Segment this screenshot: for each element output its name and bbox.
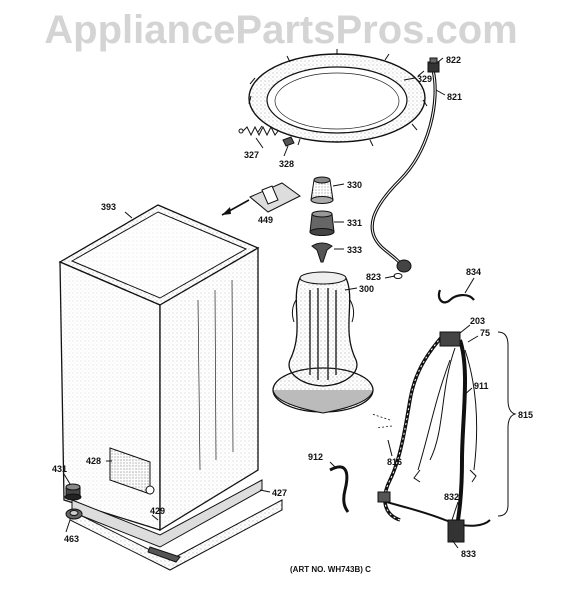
spring-part xyxy=(238,125,295,147)
callout-449: 449 xyxy=(258,215,273,225)
hinge-detail-part xyxy=(221,182,301,216)
callout-393: 393 xyxy=(101,202,116,212)
callout-427: 427 xyxy=(272,488,287,498)
tub-ring-part xyxy=(248,49,428,147)
leader-lines xyxy=(63,57,479,549)
callout-822: 822 xyxy=(446,55,461,65)
callout-203: 203 xyxy=(470,316,485,326)
callout-815: 815 xyxy=(518,410,533,420)
callout-833: 833 xyxy=(461,549,476,559)
fill-hose-part xyxy=(370,57,440,279)
callout-429: 429 xyxy=(150,506,165,516)
agitator-dogs-part xyxy=(309,210,335,236)
art-number: (ART NO. WH743B) C xyxy=(290,565,371,574)
wire-harness-part xyxy=(371,289,491,543)
drain-hose-part xyxy=(329,465,350,513)
callout-327: 327 xyxy=(244,150,259,160)
callout-823: 823 xyxy=(366,272,381,282)
harness-bracket xyxy=(497,331,517,517)
watermark-text: AppliancePartsPros.com xyxy=(44,8,518,52)
callout-821: 821 xyxy=(447,92,462,102)
agitator-bolt-part xyxy=(311,242,333,263)
callout-331: 331 xyxy=(347,218,362,228)
callout-816: 816 xyxy=(387,457,402,467)
callout-832: 832 xyxy=(444,492,459,502)
callout-330: 330 xyxy=(347,180,362,190)
callout-333: 333 xyxy=(347,245,362,255)
foot-pad-part xyxy=(65,508,83,520)
callout-329: 329 xyxy=(417,74,432,84)
agitator-cap-part xyxy=(310,176,334,204)
callout-834: 834 xyxy=(466,267,481,277)
callout-912: 912 xyxy=(308,452,323,462)
agitator-part xyxy=(272,271,374,414)
callout-328: 328 xyxy=(279,159,294,169)
callout-75: 75 xyxy=(480,328,490,338)
callout-463: 463 xyxy=(64,534,79,544)
callout-431: 431 xyxy=(52,464,67,474)
leveling-leg-part xyxy=(64,483,82,501)
cabinet-part xyxy=(58,204,260,532)
callout-300: 300 xyxy=(359,284,374,294)
callout-911: 911 xyxy=(474,381,489,391)
callout-428: 428 xyxy=(86,456,101,466)
